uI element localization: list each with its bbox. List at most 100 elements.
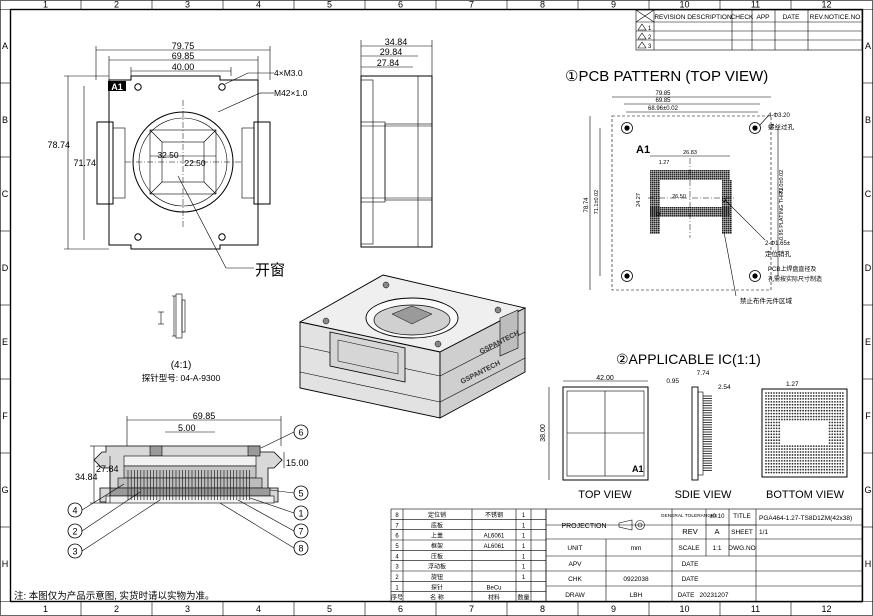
pcb-pad xyxy=(670,209,672,211)
pcb-pad xyxy=(652,196,654,198)
pcb-pad xyxy=(658,206,660,208)
zone-number: 2 xyxy=(114,604,119,614)
pcb-pad xyxy=(730,188,732,190)
ic-ball xyxy=(767,406,770,409)
zone-letter: B xyxy=(865,115,871,125)
ic-ball xyxy=(767,433,770,436)
pcb-pad xyxy=(728,182,730,184)
ic-ball xyxy=(767,395,770,397)
pcb-pad xyxy=(658,216,660,218)
pcb-pad xyxy=(652,213,654,215)
pcb-pad xyxy=(730,212,732,214)
ic-ball xyxy=(826,462,828,465)
ic-ball xyxy=(788,468,791,471)
pcb-pad xyxy=(654,196,656,198)
ic-label-side-view: SDIE VIEW xyxy=(675,489,732,501)
ic-ball xyxy=(826,445,828,447)
balloon-5: 5 xyxy=(298,489,303,499)
pcb-pad xyxy=(652,232,654,234)
pcb-pad xyxy=(712,170,714,172)
pcb-pad xyxy=(720,209,722,211)
ic-ball xyxy=(767,424,770,427)
pcb-pad xyxy=(678,178,680,180)
top-dim-79-75: 79.75 xyxy=(172,41,195,51)
pcb-pad xyxy=(654,178,656,180)
top-dim-32-50: 32.50 xyxy=(157,150,179,160)
ic-ball xyxy=(831,398,834,400)
pcb-pad xyxy=(722,222,724,224)
pcb-pad xyxy=(720,170,722,172)
ic-ball xyxy=(788,392,791,394)
ic-ball xyxy=(804,471,807,474)
ic-ball xyxy=(807,451,810,453)
pcb-pad xyxy=(694,215,696,217)
ic-ball xyxy=(781,457,783,459)
pcb-pad xyxy=(680,178,682,180)
ic-ball xyxy=(812,400,815,403)
ic-ball xyxy=(841,403,844,406)
pcb-pad xyxy=(682,209,684,211)
ic-ball xyxy=(770,395,773,397)
side-dim-34-84: 34.84 xyxy=(385,37,408,47)
pcb-pad xyxy=(660,211,662,213)
pcb-pad xyxy=(652,215,654,217)
bom-no: 1 xyxy=(395,585,399,591)
pcb-pad xyxy=(664,178,666,180)
pcb-pad xyxy=(724,176,726,178)
pcb-pad xyxy=(722,226,724,228)
ic-ball xyxy=(765,462,767,465)
pcb-pad xyxy=(724,178,726,180)
ic-ball xyxy=(799,409,802,412)
zone-number: 12 xyxy=(821,0,831,10)
ic-ball xyxy=(812,462,815,465)
pcb-pad xyxy=(650,174,652,176)
pcb-pad xyxy=(718,215,720,217)
ic-ball xyxy=(841,427,844,430)
ic-ball xyxy=(807,468,810,471)
pcb-pad xyxy=(728,190,730,192)
pcb-pad xyxy=(730,220,732,222)
pcb-pad xyxy=(682,178,684,180)
pcb-pad xyxy=(724,206,726,208)
ic-ball xyxy=(820,454,823,456)
ic-ball xyxy=(788,448,791,450)
ic-ball xyxy=(834,430,836,433)
pcb-pad xyxy=(678,172,680,174)
ic-ball xyxy=(775,421,778,424)
ic-ball xyxy=(773,462,775,465)
pcb-pad xyxy=(728,180,730,182)
pcb-pad xyxy=(678,209,680,211)
ic-ball xyxy=(834,406,836,409)
pcb-pad xyxy=(726,211,728,213)
ic-ball xyxy=(836,412,839,415)
bom-name: 旋钮 xyxy=(431,573,443,581)
pcb-pad xyxy=(710,178,712,180)
ic-ball xyxy=(796,465,799,468)
ic-ball xyxy=(820,457,823,459)
pcb-pad xyxy=(726,182,728,184)
ic-ball xyxy=(818,409,820,412)
pcb-pad xyxy=(654,214,656,216)
pcb-pad xyxy=(712,172,714,174)
pcb-pad xyxy=(710,207,712,209)
ic-ball xyxy=(826,392,828,394)
pcb-pad xyxy=(652,218,654,220)
pcb-pad xyxy=(658,180,660,182)
pcb-pad xyxy=(726,198,728,200)
pcb-pad xyxy=(728,212,730,214)
ic-ball xyxy=(788,398,791,400)
ic-ball xyxy=(765,409,767,412)
pcb-pad xyxy=(706,170,708,172)
bom-qty: 1 xyxy=(522,565,526,571)
ic-ball xyxy=(767,442,770,445)
zone-number: 11 xyxy=(751,0,760,10)
ic-ball xyxy=(815,412,818,415)
ic-ball xyxy=(767,418,770,421)
pcb-pad xyxy=(720,176,722,178)
pcb-pad xyxy=(650,210,652,212)
ic-ball xyxy=(823,418,826,421)
pcb-pad xyxy=(714,209,716,211)
zone-number: 7 xyxy=(469,0,474,10)
ic-ball xyxy=(810,392,812,394)
zone-number: 9 xyxy=(611,0,616,10)
